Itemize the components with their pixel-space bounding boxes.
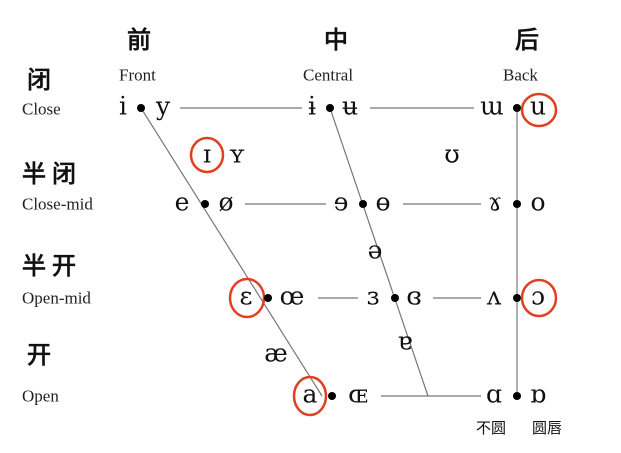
vowel-reversed-e: ɘ	[334, 188, 349, 217]
central-line	[329, 107, 429, 397]
row-open-mid-label: Open-mid	[22, 289, 91, 308]
vowel-dot	[513, 294, 521, 302]
vowel-schwa: ə	[368, 236, 383, 265]
row-close-label: Close	[22, 100, 61, 119]
vowel-turned-a: ɐ	[398, 327, 413, 356]
column-back-label: Back	[503, 66, 538, 85]
vowel-oe: œ	[280, 282, 305, 311]
vowel-barred-o: ɵ	[375, 188, 390, 217]
highlight-circle	[520, 92, 558, 128]
column-front-zh: 前	[127, 26, 151, 54]
vowel-dot	[326, 104, 334, 112]
vowel-dot	[513, 104, 521, 112]
highlight-circle	[520, 278, 558, 318]
vowel-dot	[264, 294, 272, 302]
vowel-dot	[513, 392, 521, 400]
vowel-reversed-open-e: ɜ	[367, 282, 380, 311]
vowel-turned-v: ʌ	[486, 282, 502, 311]
row-close-mid-zh: 半闭	[22, 160, 82, 188]
vowel-upsilon: ʊ	[444, 140, 460, 169]
vowel-small-cap-i: ɪ	[203, 140, 211, 169]
vowel-o-slash: ø	[218, 188, 233, 217]
highlight-circle	[292, 375, 328, 417]
vowel-turned-m: ɯ	[480, 92, 504, 121]
vowel-dot	[201, 200, 209, 208]
column-back-zh: 后	[515, 26, 539, 54]
front-edge-line	[140, 107, 323, 397]
rounded-label: 圆唇	[532, 419, 562, 437]
vowel-rams-horn: ɤ	[488, 188, 502, 217]
vowel-turned-script-a: ɒ	[530, 380, 546, 409]
row-open-label: Open	[22, 387, 59, 406]
vowel-a: a	[303, 380, 318, 409]
vowel-e: e	[175, 188, 190, 217]
vowel-script-a: ɑ	[486, 380, 502, 409]
row-close-mid-label: Close-mid	[22, 195, 93, 214]
highlight-circle	[189, 136, 225, 174]
vowel-dot	[137, 104, 145, 112]
row-open-zh: 开	[27, 341, 51, 369]
unrounded-label: 不圆	[476, 419, 506, 437]
vowel-dot	[359, 200, 367, 208]
vowel-i: i	[119, 92, 127, 121]
vowel-dot	[513, 200, 521, 208]
vowel-barred-u: ʉ	[342, 92, 358, 121]
vowel-open-e: ɛ	[240, 282, 253, 311]
vowel-dot	[328, 392, 336, 400]
vowel-barred-i: ɨ	[308, 92, 316, 121]
vowel-y: y	[155, 92, 171, 121]
vowel-open-o: ɔ	[531, 282, 545, 311]
column-central-zh: 中	[324, 26, 348, 54]
column-central-label: Central	[303, 66, 353, 85]
row-close-zh: 闭	[27, 66, 51, 94]
vowel-closed-reversed-open-e: ɞ	[406, 282, 421, 311]
vowel-dot	[391, 294, 399, 302]
vowel-u: u	[530, 92, 546, 121]
vowel-ae: æ	[264, 339, 288, 368]
column-front-label: Front	[119, 66, 156, 85]
vowel-o: o	[530, 188, 545, 217]
vowel-small-cap-y: ʏ	[229, 140, 245, 169]
row-open-mid-zh: 半开	[22, 252, 82, 280]
vowel-small-cap-oe: ɶ	[348, 380, 368, 409]
